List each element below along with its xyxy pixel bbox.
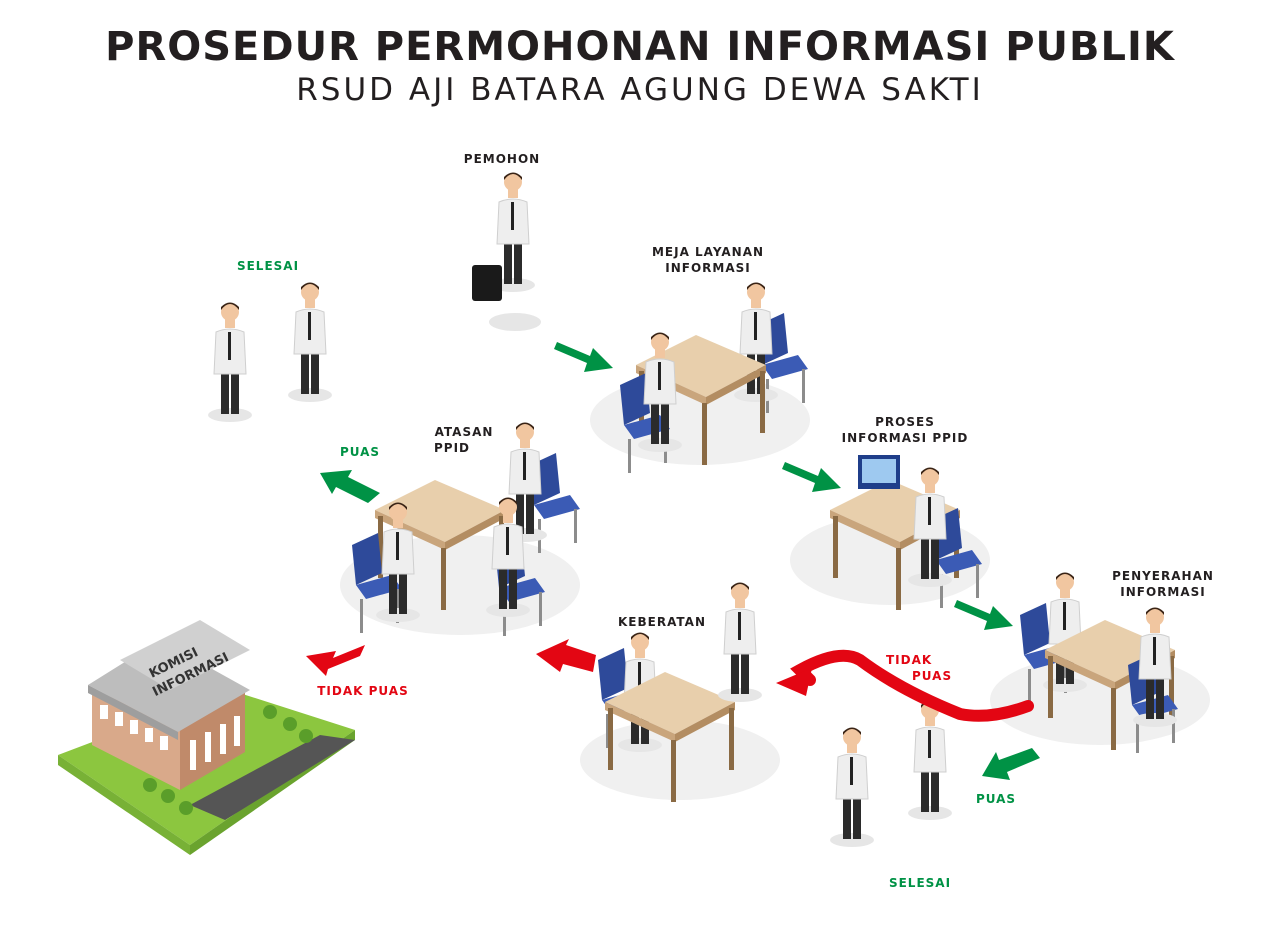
label-tidak-puas-right: TIDAK PUAS xyxy=(860,652,970,684)
label-tidak-puas-line1: TIDAK xyxy=(886,653,933,667)
arrow-keberatan-to-atasan xyxy=(536,639,596,672)
arrow-meja-to-proses xyxy=(782,462,841,492)
label-meja-layanan: MEJA LAYANAN INFORMASI xyxy=(628,244,788,276)
label-proses-line1: PROSES xyxy=(875,415,935,429)
label-tidak-puas-left: TIDAK PUAS xyxy=(317,684,409,698)
proses-ppid-scene xyxy=(790,455,990,610)
page-title: PROSEDUR PERMOHONAN INFORMASI PUBLIK xyxy=(105,24,1175,70)
label-meja-layanan-line1: MEJA LAYANAN xyxy=(651,245,765,259)
label-tidak-puas-line2: PUAS xyxy=(912,669,953,683)
arrow-atasan-to-komisi xyxy=(306,645,365,676)
arrow-pemohon-to-meja xyxy=(554,342,613,372)
label-selesai-top: SELESAI xyxy=(236,259,300,273)
selesai-handshake-bottom xyxy=(829,700,953,848)
label-penyerahan-line1: PENYERAHAN xyxy=(1112,569,1214,583)
label-penyerahan: PENYERAHAN INFORMASI xyxy=(1098,568,1228,600)
label-selesai-bottom: SELESAI xyxy=(888,876,952,890)
arrow-proses-to-penyerahan xyxy=(954,600,1013,630)
selesai-handshake-top xyxy=(207,282,333,423)
briefcase-icon xyxy=(472,265,502,301)
label-puas-bottom: PUAS xyxy=(975,792,1017,806)
label-atasan-line1: ATASAN xyxy=(434,425,494,439)
label-atasan-line2: PPID xyxy=(434,441,471,455)
keberatan-scene xyxy=(580,582,780,802)
komisi-informasi-building: KOMISI INFORMASI xyxy=(58,620,355,855)
label-keberatan: KEBERATAN xyxy=(617,615,707,629)
label-puas-left: PUAS xyxy=(339,445,381,459)
label-proses-line2: INFORMASI PPID xyxy=(841,431,969,445)
meja-layanan-scene xyxy=(590,282,810,473)
arrow-tidak-puas-head xyxy=(776,668,812,696)
arrow-puas-bottom xyxy=(982,748,1040,780)
label-proses-ppid: PROSES INFORMASI PPID xyxy=(830,414,980,446)
label-meja-layanan-line2: INFORMASI xyxy=(665,261,751,275)
tidak-puas-curve xyxy=(790,649,1034,722)
penyerahan-scene xyxy=(990,572,1210,753)
arrow-puas-left xyxy=(320,470,380,503)
pemohon-figure xyxy=(472,172,541,331)
label-atasan-ppid: ATASAN PPID xyxy=(424,424,504,456)
label-pemohon: PEMOHON xyxy=(463,152,541,166)
atasan-ppid-scene xyxy=(340,422,580,636)
page-subtitle: RSUD AJI BATARA AGUNG DEWA SAKTI xyxy=(296,72,984,108)
label-penyerahan-line2: INFORMASI xyxy=(1120,585,1206,599)
